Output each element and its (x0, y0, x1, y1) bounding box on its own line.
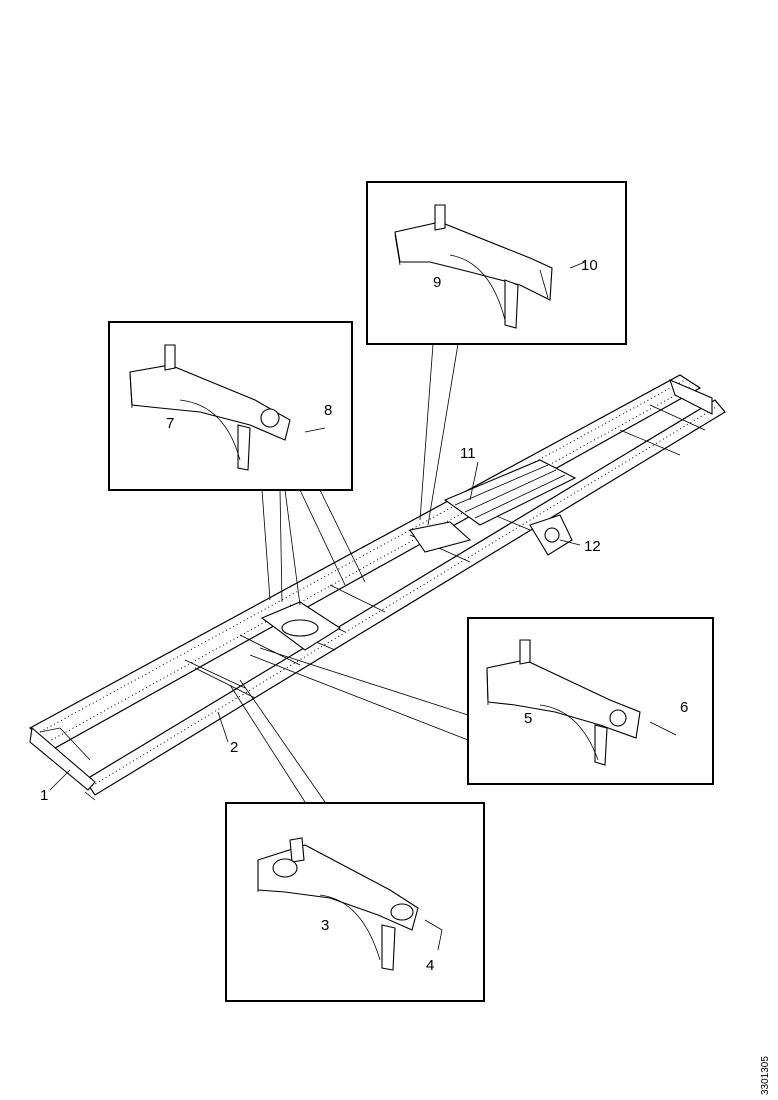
callout-5: 5 (524, 710, 532, 727)
detail-box-7-8 (108, 321, 353, 491)
detail-box-3-4 (225, 802, 485, 1002)
callout-7: 7 (166, 415, 174, 432)
callout-10: 10 (581, 257, 598, 274)
detail-box-9-10 (366, 181, 627, 345)
callout-8: 8 (324, 402, 332, 419)
callout-9: 9 (433, 274, 441, 291)
detail-box-5-6 (467, 617, 714, 785)
callout-11: 11 (460, 445, 476, 462)
callout-3: 3 (321, 917, 329, 934)
callout-4: 4 (426, 957, 434, 974)
callout-6: 6 (680, 699, 688, 716)
figure-code: 3301305 (760, 1056, 771, 1095)
leader-lines (49, 343, 581, 803)
callout-1: 1 (40, 787, 48, 804)
callout-2: 2 (230, 739, 238, 756)
chassis-frame (28, 374, 726, 801)
callout-12: 12 (584, 538, 601, 555)
